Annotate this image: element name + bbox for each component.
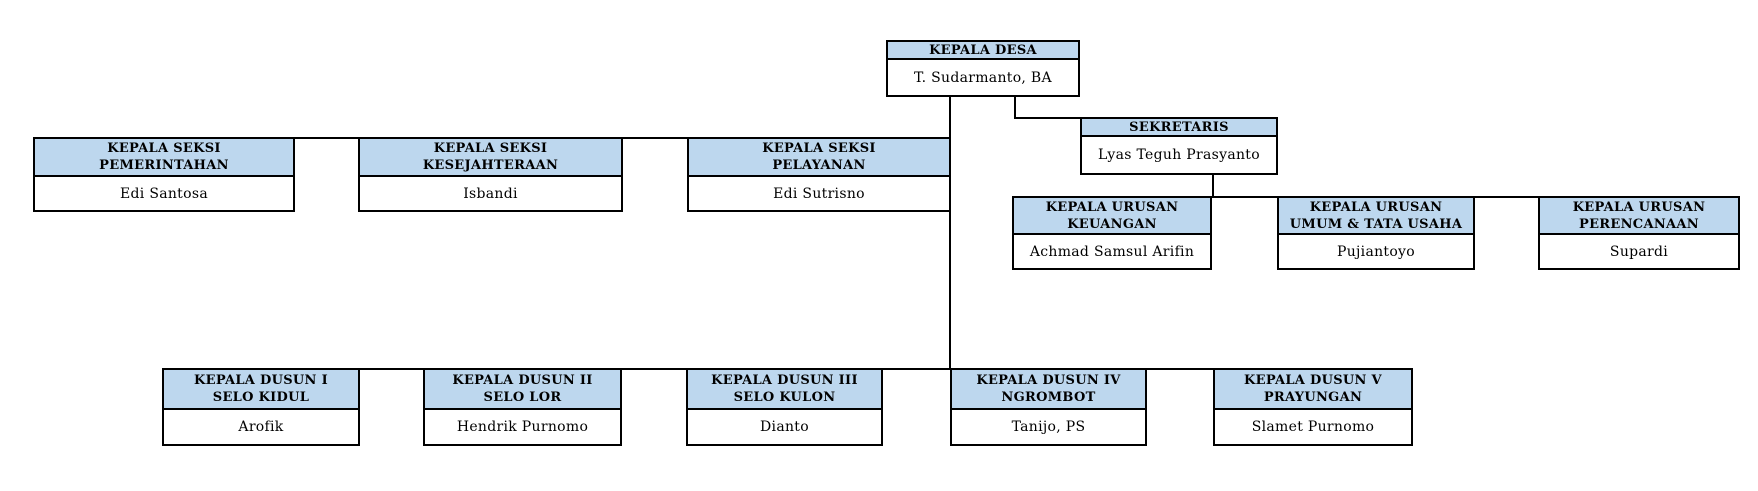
node-title: KEPALA DUSUN V PRAYUNGAN xyxy=(1215,370,1411,410)
node-title: KEPALA SEKSI PELAYANAN xyxy=(689,139,949,177)
node-seksi-pemerintahan: KEPALA SEKSI PEMERINTAHAN Edi Santosa xyxy=(33,137,295,212)
node-title-line2: PRAYUNGAN xyxy=(1263,390,1363,405)
node-dusun-5-prayungan: KEPALA DUSUN V PRAYUNGAN Slamet Purnomo xyxy=(1213,368,1413,446)
node-person-name: Arofik xyxy=(238,419,284,435)
node-person-name: Dianto xyxy=(760,419,809,435)
node-title-line1: KEPALA DUSUN IV xyxy=(976,373,1121,388)
connector-dusun-bridge-2 xyxy=(620,368,686,370)
connector-urusan-bridge-1 xyxy=(1210,196,1277,198)
node-title-line2: PEMERINTAHAN xyxy=(99,158,229,173)
node-title-line2: KESEJAHTERAAN xyxy=(422,158,559,173)
node-dusun-2-selo-lor: KEPALA DUSUN II SELO LOR Hendrik Purnomo xyxy=(423,368,622,446)
connector-main-vertical xyxy=(949,96,951,370)
node-title-line1: KEPALA URUSAN xyxy=(1045,199,1179,215)
node-person-name: T. Sudarmanto, BA xyxy=(914,69,1052,86)
node-urusan-keuangan: KEPALA URUSAN KEUANGAN Achmad Samsul Ari… xyxy=(1012,196,1212,270)
connector-dusun-bridge-1 xyxy=(358,368,423,370)
node-person-name: Slamet Purnomo xyxy=(1251,419,1375,435)
node-title: KEPALA URUSAN KEUANGAN xyxy=(1014,198,1210,235)
connector-urusan-vertical xyxy=(1212,173,1214,198)
node-title-line1: KEPALA DUSUN III xyxy=(711,373,858,388)
node-title-line2: UMUM & TATA USAHA xyxy=(1289,216,1463,232)
node-person-name: Lyas Teguh Prasyanto xyxy=(1098,147,1260,163)
node-dusun-3-selo-kulon: KEPALA DUSUN III SELO KULON Dianto xyxy=(686,368,883,446)
connector-urusan-bridge-2 xyxy=(1473,196,1538,198)
connector-seksi-bridge-1 xyxy=(293,137,358,139)
node-urusan-umum-tata-usaha: KEPALA URUSAN UMUM & TATA USAHA Pujianto… xyxy=(1277,196,1475,270)
connector-dusun-bridge-4 xyxy=(1145,368,1213,370)
node-seksi-pelayanan: KEPALA SEKSI PELAYANAN Edi Sutrisno xyxy=(687,137,951,212)
node-title: KEPALA URUSAN UMUM & TATA USAHA xyxy=(1279,198,1473,235)
node-title-line1: KEPALA SEKSI xyxy=(762,141,876,156)
node-title-line2: PERENCANAAN xyxy=(1579,216,1699,232)
node-title-line1: KEPALA DUSUN I xyxy=(194,373,328,388)
node-title-line2: SELO KIDUL xyxy=(212,390,310,405)
node-person-name: Edi Sutrisno xyxy=(773,185,865,202)
node-person-name: Supardi xyxy=(1609,243,1669,260)
node-title: KEPALA DUSUN III SELO KULON xyxy=(688,370,881,410)
node-title-line1: KEPALA SEKSI xyxy=(433,141,548,156)
node-title: KEPALA SEKSI PEMERINTAHAN xyxy=(35,139,293,177)
node-dusun-1-selo-kidul: KEPALA DUSUN I SELO KIDUL Arofik xyxy=(162,368,360,446)
node-title-line1: KEPALA DESA xyxy=(929,42,1037,58)
node-seksi-kesejahteraan: KEPALA SEKSI KESEJAHTERAAN Isbandi xyxy=(358,137,623,212)
node-kepala-desa: KEPALA DESA T. Sudarmanto, BA xyxy=(886,40,1080,97)
node-title-line1: KEPALA SEKSI xyxy=(107,141,221,156)
node-person-name: Pujiantoyo xyxy=(1336,243,1415,260)
node-title-line1: KEPALA DUSUN V xyxy=(1244,373,1382,388)
node-title-line1: KEPALA URUSAN xyxy=(1309,199,1443,215)
node-title: KEPALA DESA xyxy=(888,42,1078,60)
node-sekretaris: SEKRETARIS Lyas Teguh Prasyanto xyxy=(1080,117,1278,175)
node-title-line2: NGROMBOT xyxy=(1001,390,1096,405)
node-person-name: Achmad Samsul Arifin xyxy=(1029,243,1195,260)
node-title: KEPALA DUSUN I SELO KIDUL xyxy=(164,370,358,410)
node-title: KEPALA SEKSI KESEJAHTERAAN xyxy=(360,139,621,177)
node-title-line2: KEUANGAN xyxy=(1067,216,1157,232)
node-title-line2: SELO KULON xyxy=(733,390,836,405)
node-person-name: Edi Santosa xyxy=(120,185,208,202)
node-title-line1: KEPALA URUSAN xyxy=(1572,199,1706,215)
node-title-line2: SELO LOR xyxy=(483,390,562,405)
connector-sekretaris-vertical xyxy=(1014,96,1016,119)
node-urusan-perencanaan: KEPALA URUSAN PERENCANAAN Supardi xyxy=(1538,196,1740,270)
node-title: SEKRETARIS xyxy=(1082,119,1276,137)
node-dusun-4-ngrombot: KEPALA DUSUN IV NGROMBOT Tanijo, PS xyxy=(950,368,1147,446)
connector-dusun-bridge-3 xyxy=(881,368,950,370)
node-title-line1: SEKRETARIS xyxy=(1129,119,1229,135)
node-person-name: Isbandi xyxy=(463,185,518,202)
node-title-line2: PELAYANAN xyxy=(772,158,866,173)
node-title: KEPALA DUSUN II SELO LOR xyxy=(425,370,620,410)
connector-seksi-bridge-2 xyxy=(621,137,687,139)
node-title: KEPALA DUSUN IV NGROMBOT xyxy=(952,370,1145,410)
connector-sekretaris-horizontal xyxy=(1014,117,1082,119)
node-person-name: Tanijo, PS xyxy=(1011,419,1086,435)
node-title: KEPALA URUSAN PERENCANAAN xyxy=(1540,198,1738,235)
node-person-name: Hendrik Purnomo xyxy=(456,419,589,435)
node-title-line1: KEPALA DUSUN II xyxy=(452,373,593,388)
